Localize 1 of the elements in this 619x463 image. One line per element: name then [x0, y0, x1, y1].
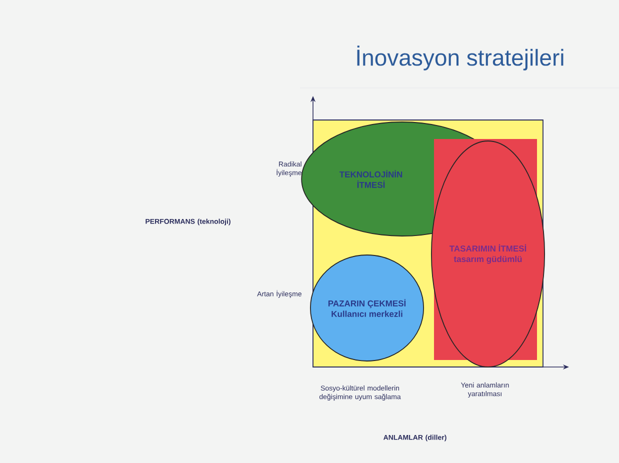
title: İnovasyon stratejileri — [357, 46, 564, 70]
